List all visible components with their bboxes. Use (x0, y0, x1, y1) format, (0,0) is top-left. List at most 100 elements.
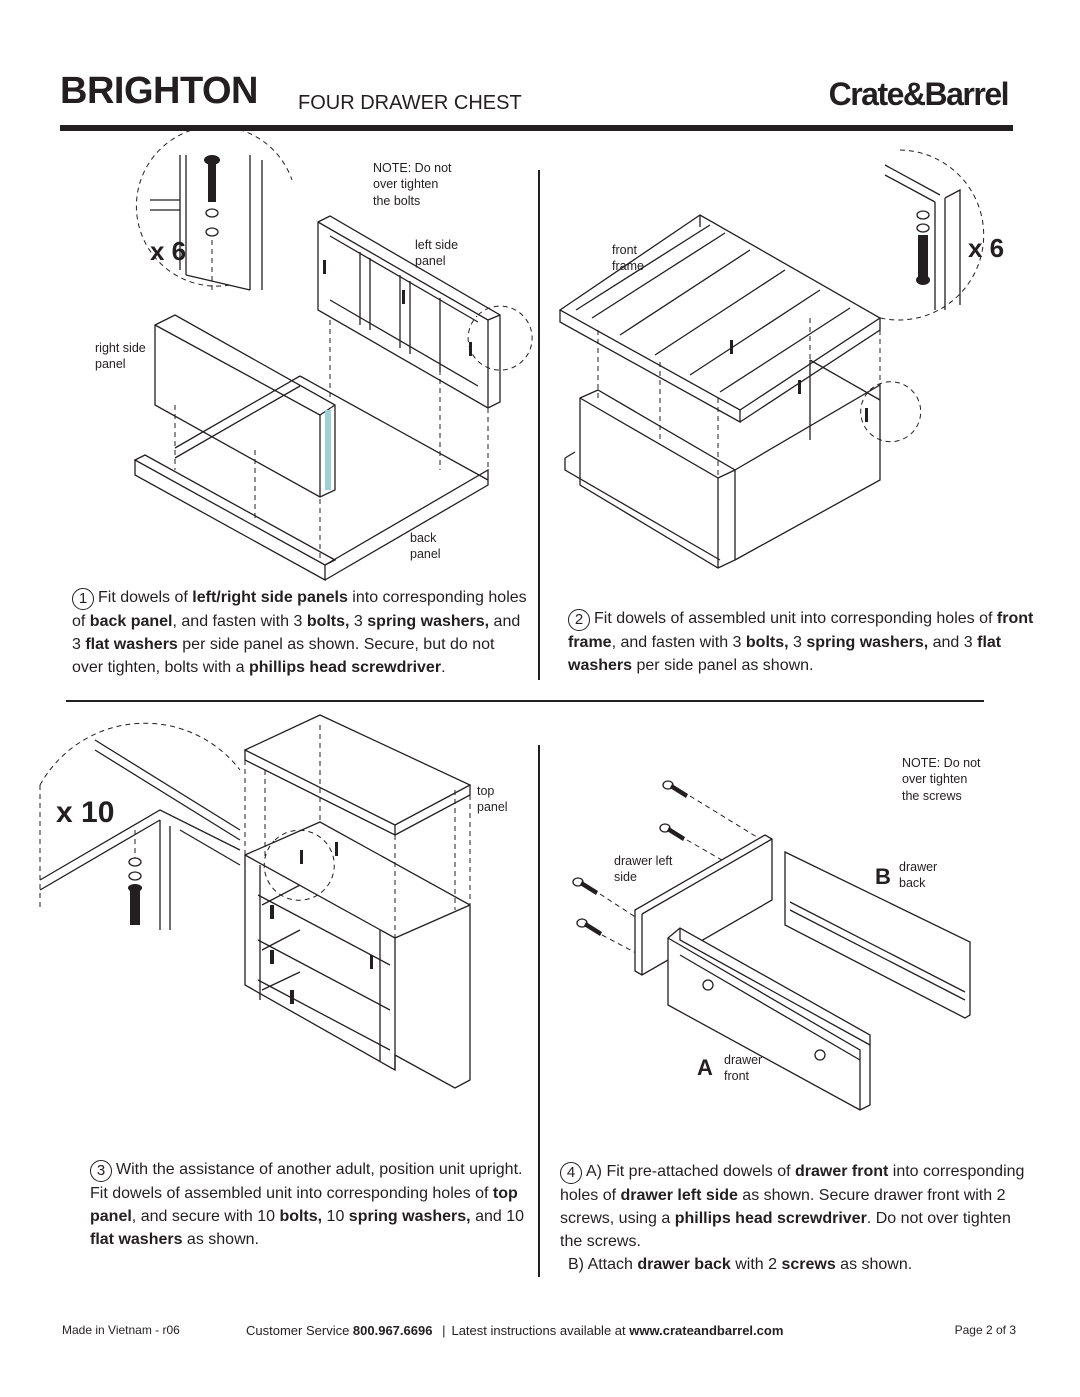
left-side-panel-drawing (317, 215, 533, 409)
right-side-panel-drawing (154, 314, 336, 498)
text-run: as shown. (182, 1231, 259, 1248)
top-panel-drawing (243, 714, 472, 837)
text-run: drawer front (794, 1163, 889, 1180)
footer-separator: | (442, 1323, 446, 1338)
step2-text: Fit dowels of assembled unit into corres… (568, 610, 1033, 674)
step1-text: Fit dowels of left/right side panels int… (72, 589, 527, 676)
step4-text-b: B) Attach drawer back with 2 screws as s… (560, 1253, 1030, 1276)
section-divider (66, 700, 984, 702)
chest-body-drawing (244, 821, 471, 1089)
text-run: and 3 (72, 613, 521, 653)
bolt-detail-circle (135, 125, 293, 291)
text-run: into corresponding holes of (560, 1163, 1025, 1204)
b-letter: B (875, 864, 891, 889)
back-panel-label: back panel (410, 531, 441, 562)
step2-illustration (558, 149, 985, 569)
text-run: 3 (349, 613, 368, 630)
step4-note: NOTE: Do not over tighten the screws (902, 756, 981, 803)
step4-text: A) Fit pre-attached dowels of drawer fro… (560, 1163, 1024, 1250)
text-run: drawer left side (620, 1187, 738, 1204)
column-divider-top (538, 170, 540, 680)
step1-multiplier: x 6 (150, 236, 187, 266)
text-run: Fit dowels of assembled unit into corres… (594, 610, 997, 627)
step3-text: With the assistance of another adult, po… (90, 1161, 524, 1248)
service-phone: 800.967.6696 (352, 1323, 433, 1338)
text-run: With the assistance of another adult, po… (90, 1161, 523, 1202)
text-run: spring washers, (806, 634, 929, 651)
text-run: as shown. (835, 1256, 913, 1273)
text-run: A) Fit pre-attached dowels of (586, 1163, 795, 1180)
back-panel-drawing (133, 375, 489, 582)
step3-multiplier: x 10 (56, 796, 115, 829)
front-frame-label: front frame (612, 243, 644, 274)
step1-number: 1 (72, 588, 94, 610)
top-panel-label: top panel (477, 784, 508, 815)
text-run: per side panel as shown. Secure, but do … (72, 636, 495, 676)
text-run: spring washers, (348, 1208, 471, 1225)
step3-illustration (39, 714, 472, 1089)
column-divider-bottom (538, 745, 540, 1277)
page-title: BRIGHTON (60, 70, 258, 112)
text-run: top panel (90, 1185, 518, 1225)
text-run: bolts, (745, 634, 789, 651)
step1-note: NOTE: Do not over tighten the bolts (373, 161, 452, 208)
text-run: 10 (322, 1208, 349, 1225)
text-run: phillips head screwdriver (248, 659, 442, 676)
a-letter: A (697, 1055, 713, 1080)
page-subtitle: FOUR DRAWER CHEST (298, 92, 522, 114)
text-run: with 2 (730, 1256, 782, 1273)
text-run: and 3 (928, 634, 978, 651)
text-run: phillips head screwdriver (674, 1210, 867, 1227)
right-side-panel-label: right side panel (95, 341, 146, 372)
text-run: , and secure with 10 (131, 1208, 280, 1225)
text-run: per side panel as shown. (632, 657, 814, 674)
latest-label: Latest instructions available at (451, 1323, 630, 1338)
left-side-panel-label: left side panel (415, 238, 459, 269)
drawer-back-label: drawer back (899, 860, 938, 891)
text-run: front frame (568, 610, 1034, 651)
text-run: . Do not over tighten the screws. (560, 1210, 1011, 1250)
step4-illustration (572, 780, 971, 1111)
text-run: left/right side panels (192, 589, 348, 606)
drawer-front-label: drawer front (724, 1053, 763, 1084)
text-run: , and fasten with 3 (172, 613, 307, 630)
header-rule (60, 125, 1013, 131)
step1-illustration (133, 125, 533, 582)
text-run: , and fasten with 3 (611, 634, 746, 651)
front-frame-drawing (558, 214, 882, 424)
text-run: spring washers, (367, 613, 490, 630)
drawer-back-drawing (784, 850, 971, 1019)
text-run: and 10 (470, 1208, 525, 1225)
customer-service: Customer Service 800.967.6696 | Latest in… (246, 1324, 783, 1337)
bolt-detail-circle-2 (869, 149, 985, 321)
text-run: Fit dowels of (98, 589, 193, 606)
text-run: B) Attach (568, 1256, 638, 1273)
text-run: back panel (89, 613, 173, 630)
text-run: . (441, 659, 446, 676)
drawer-front-drawing (667, 927, 871, 1111)
text-run: 3 (788, 634, 807, 651)
text-run: flat washers (85, 636, 178, 653)
text-run: into corresponding holes of (72, 589, 527, 630)
service-label: Customer Service (246, 1323, 353, 1338)
text-run: flat washers (90, 1231, 183, 1248)
website-link[interactable]: www.crateandbarrel.com (629, 1323, 784, 1338)
step3-number: 3 (90, 1160, 112, 1182)
text-run: screws (781, 1256, 836, 1273)
bolt-detail-circle-3 (39, 722, 241, 930)
brand-logo: Crate&Barrel (828, 76, 1010, 112)
text-run: as shown. Secure drawer front with 2 scr… (560, 1187, 1006, 1227)
page-number: Page 2 of 3 (954, 1323, 1016, 1337)
text-run: drawer back (637, 1256, 731, 1273)
step4-number: 4 (560, 1162, 582, 1184)
text-run: bolts, (306, 613, 350, 630)
text-run: bolts, (279, 1208, 323, 1225)
step2-number: 2 (568, 609, 590, 631)
made-in: Made in Vietnam - r06 (62, 1323, 180, 1337)
text-run: flat washers (568, 634, 1002, 674)
assembled-unit-drawing (564, 340, 922, 569)
